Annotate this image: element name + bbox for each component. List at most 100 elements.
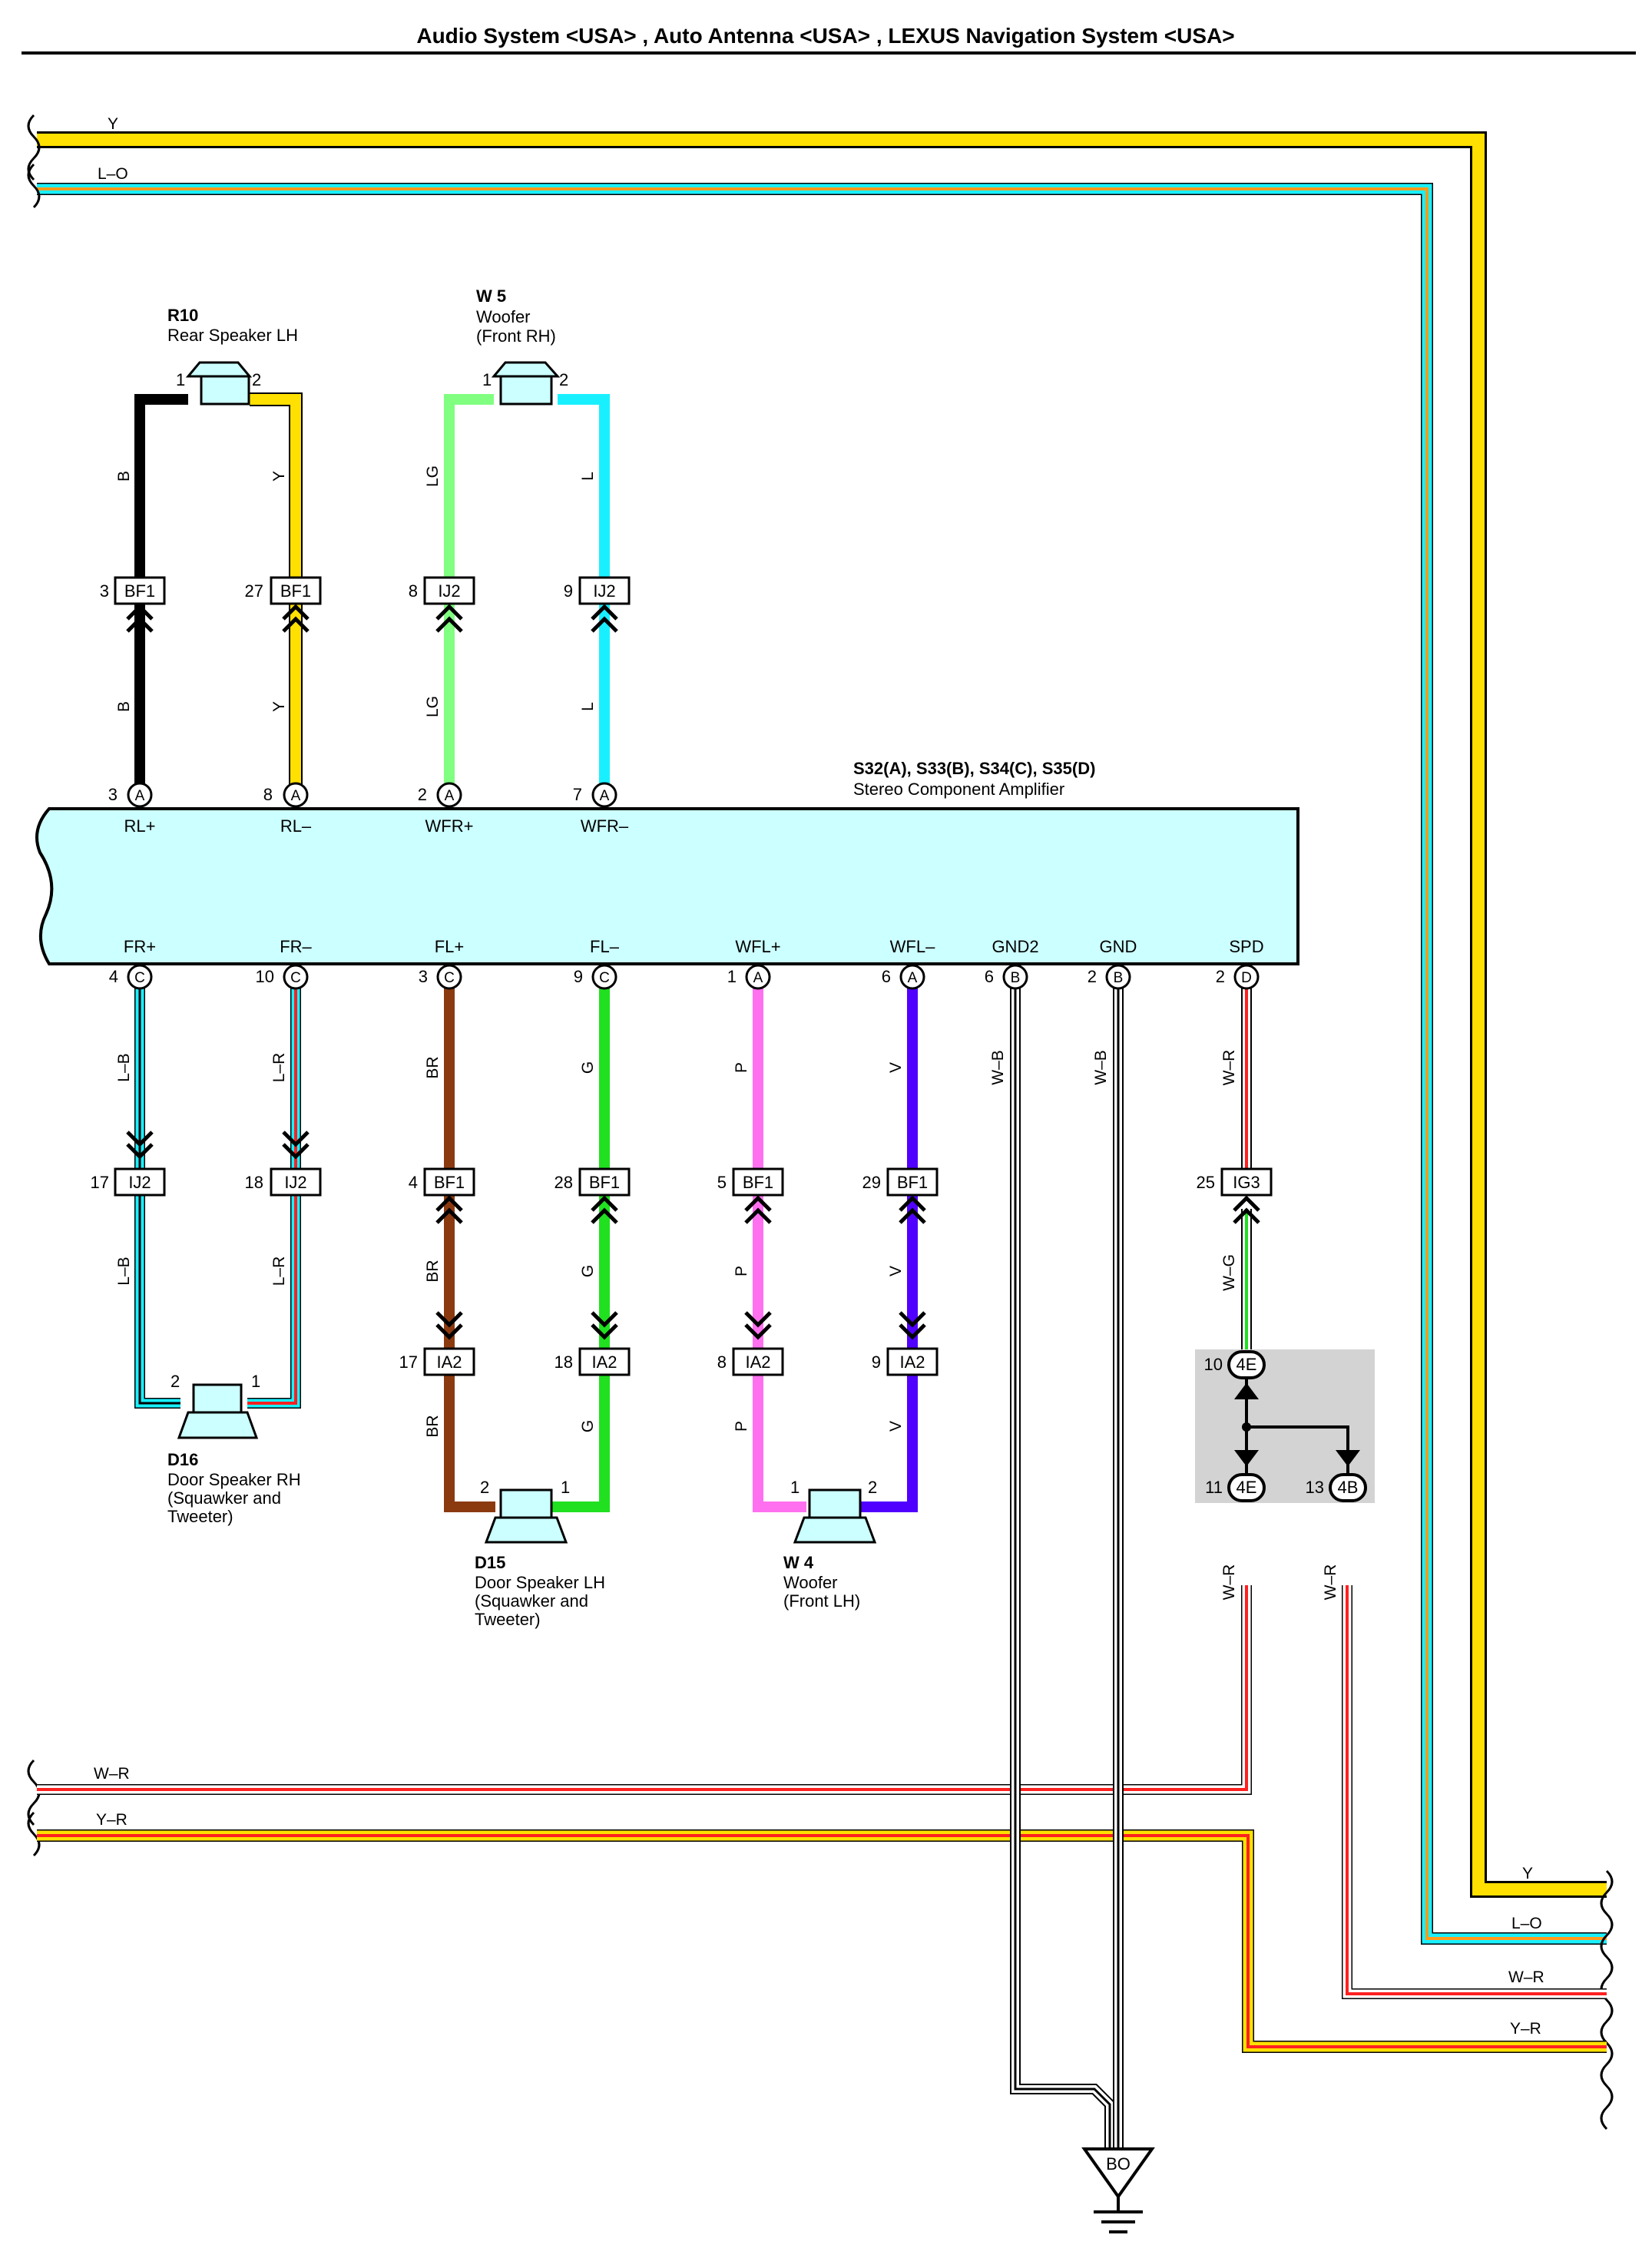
w5-pin1: 1 [482, 370, 492, 389]
amp-term-wfr-minus: WFR– [581, 816, 629, 836]
svg-text:A: A [445, 788, 455, 804]
svg-text:A: A [291, 788, 301, 804]
junction-top-pin: 10 [1204, 1355, 1223, 1374]
wire-wfl-minus [860, 977, 918, 1512]
d16-pin2: 2 [170, 1372, 180, 1391]
connector-bf1-27 [270, 576, 322, 633]
connector-bf1-4 [423, 1167, 475, 1224]
connector-ia2-9-pin: 9 [872, 1352, 881, 1372]
svg-text:D: D [1241, 970, 1252, 986]
amp-term-spd: SPD [1229, 937, 1263, 956]
d15-line3: Tweeter) [475, 1610, 541, 1629]
amp-term-fr-plus: FR+ [124, 937, 156, 956]
wire-label-spd-mid: W–G [1220, 1254, 1238, 1291]
amp-bottom-terminal-fl-minus: C [591, 964, 617, 990]
w5-line1: Woofer [476, 307, 531, 326]
w4-line2: (Front LH) [783, 1591, 860, 1611]
junction-right-4b [1329, 1473, 1367, 1502]
d15-pin1: 1 [561, 1478, 570, 1497]
svg-text:B: B [1114, 970, 1124, 986]
w4-line1: Woofer [783, 1573, 838, 1592]
wire-label-gnd: W–B [1092, 1050, 1110, 1085]
svg-text:B: B [1011, 970, 1021, 986]
wire-label-spd-lower-a: W–R [1220, 1564, 1238, 1601]
r10-pin2: 2 [252, 370, 261, 389]
wire-label-fl-plus-b: BR [424, 1260, 442, 1282]
svg-text:A: A [135, 788, 145, 804]
speaker-d16 [177, 1383, 259, 1439]
connector-ia2-8 [732, 1311, 784, 1376]
wire-label-wfr-minus-upper: L [579, 472, 597, 481]
wire-wfr-minus [558, 394, 610, 795]
d15-pin2: 2 [480, 1478, 489, 1497]
amp-top-pin-wfr-plus: 2 [418, 785, 427, 804]
wire-label-wfr-minus-lower: L [579, 702, 597, 711]
w5-id: W 5 [476, 286, 506, 306]
wire-fr-plus [134, 977, 180, 1409]
w5-pin2: 2 [559, 370, 568, 389]
d16-line3: Tweeter) [167, 1507, 233, 1526]
speaker-w4 [793, 1488, 877, 1544]
connector-ij2-9-name: IJ2 [593, 581, 615, 601]
d16-line1: Door Speaker RH [167, 1470, 301, 1489]
svg-text:C: C [599, 970, 610, 986]
amp-bottom-terminal-fl-plus: C [436, 964, 462, 990]
amp-bottom-terminal-fr-plus: C [127, 964, 153, 990]
connector-ij2-9-pin: 9 [564, 581, 573, 601]
junction-left-4e [1227, 1473, 1266, 1502]
ground-symbol [1081, 2147, 1155, 2233]
amp-bottom-pin-fl-minus: 9 [574, 967, 583, 986]
svg-text:A: A [600, 788, 610, 804]
connector-bf1-27-pin: 27 [245, 581, 263, 601]
amp-top-terminal-rl-plus: A [127, 782, 153, 808]
connector-bf1-3 [114, 576, 166, 633]
amp-bottom-terminal-fr-minus: C [283, 964, 309, 990]
amp-term-rl-plus: RL+ [124, 816, 156, 836]
svg-text:A: A [908, 970, 918, 986]
w4-pin2: 2 [868, 1478, 877, 1497]
wire-wr-right [1342, 1585, 1607, 1999]
wire-label-y-right: Y [1522, 1865, 1533, 1882]
connector-bf1-5-pin: 5 [717, 1173, 727, 1192]
amp-bottom-terminal-gnd2: B [1002, 964, 1028, 990]
wire-label-wfl-minus-c: V [887, 1421, 905, 1432]
wire-label-fr-plus-upper: L–B [115, 1053, 133, 1081]
r10-name: Rear Speaker LH [167, 326, 298, 345]
amp-term-wfr-plus: WFR+ [425, 816, 474, 836]
wire-label-spd-upper: W–R [1220, 1050, 1238, 1086]
wire-label-fl-minus-c: G [579, 1420, 597, 1432]
junction-wiring [1234, 1379, 1360, 1475]
connector-ij2-8 [423, 576, 475, 633]
connector-ij2-17-name: IJ2 [128, 1173, 151, 1192]
connector-ij2-18-name: IJ2 [284, 1173, 306, 1192]
connector-ia2-17 [423, 1311, 475, 1376]
connector-ij2-8-name: IJ2 [438, 581, 460, 601]
connector-bf1-4-name: BF1 [434, 1173, 465, 1192]
amp-bottom-pin-fr-minus: 10 [256, 967, 274, 986]
connector-ij2-18-pin: 18 [245, 1173, 263, 1192]
amp-bottom-terminal-wfl-minus: A [899, 964, 925, 990]
wire-label-fr-plus-lower: L–B [115, 1256, 133, 1285]
junction-right-pin: 13 [1306, 1478, 1324, 1497]
junction-right-name: 4B [1338, 1478, 1359, 1497]
d16-pin1: 1 [251, 1372, 260, 1391]
amp-bottom-pin-spd: 2 [1216, 967, 1225, 986]
amp-bottom-pin-fl-plus: 3 [419, 967, 428, 986]
wire-label-wfl-plus-b: P [733, 1266, 750, 1276]
amp-id: S32(A), S33(B), S34(C), S35(D) [853, 759, 1095, 778]
connector-bf1-3-pin: 3 [100, 581, 109, 601]
wire-label-wfl-plus-c: P [733, 1421, 750, 1432]
wire-lo-top [37, 183, 1607, 1945]
amp-top-terminal-wfr-minus: A [591, 782, 617, 808]
amp-term-fr-minus: FR– [280, 937, 312, 956]
wire-label-rl-plus-upper: B [115, 471, 133, 482]
d16-id: D16 [167, 1450, 198, 1469]
wire-label-rl-minus-lower: Y [270, 701, 288, 712]
wire-label-wr-right: W–R [1508, 1968, 1544, 1986]
connector-ia2-8-name: IA2 [745, 1352, 770, 1372]
wire-label-fr-minus-lower: L–R [270, 1256, 288, 1286]
w4-pin1: 1 [790, 1478, 800, 1497]
amp-term-rl-minus: RL– [280, 816, 312, 836]
junction-left-pin: 11 [1205, 1478, 1223, 1497]
